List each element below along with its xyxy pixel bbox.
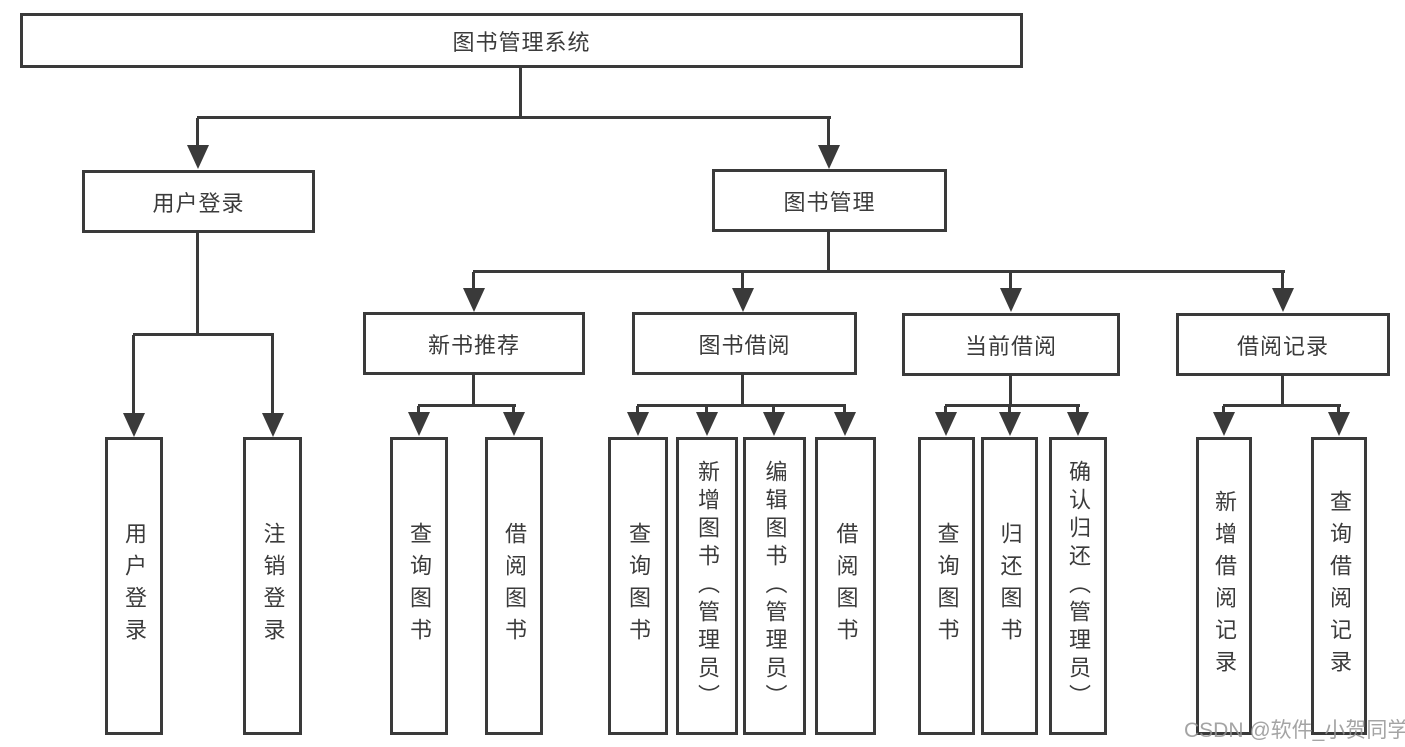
node-leaf-confirm-return-admin: 确认归还（管理员） <box>1049 437 1107 735</box>
node-leaf-add-borrow-record: 新增借阅记录 <box>1196 437 1252 735</box>
node-leaf-edit-books-admin: 编辑图书（管理员） <box>743 437 806 735</box>
connector-leaf-drop <box>843 406 846 415</box>
connector-borrow-record-vline <box>1281 376 1284 407</box>
connector-book-borrow-drop <box>741 272 744 290</box>
arrowhead-down-book-mgmt <box>818 145 840 169</box>
arrowhead-down-leaf-query-record <box>1328 412 1350 436</box>
connector-book-mgmt-drop <box>827 118 830 148</box>
connector-leaf-drop <box>417 406 420 415</box>
node-leaf-query-books-3: 查询图书 <box>918 437 975 735</box>
connector-book-borrow-vline <box>741 375 744 407</box>
connector-borrow-record-hline <box>1223 404 1341 407</box>
connector-new-book-hline <box>418 404 516 407</box>
connector-leaf-drop <box>772 406 775 415</box>
node-leaf-user-login: 用户登录 <box>105 437 163 735</box>
node-user-login: 用户登录 <box>82 170 315 233</box>
connector-borrow-record-drop <box>1281 272 1284 290</box>
node-leaf-return-books: 归还图书 <box>981 437 1038 735</box>
connector-user-login-drop <box>196 118 199 148</box>
connector-current-borrow-hline <box>945 404 1080 407</box>
leaf-confirm-return-admin-label: 确认归还（管理员） <box>1066 460 1091 712</box>
arrowhead-down-leaf-query-3 <box>935 412 957 436</box>
connector-leaf-drop <box>1008 406 1011 415</box>
leaf-add-borrow-record-label: 新增借阅记录 <box>1212 490 1237 682</box>
arrowhead-down-leaf-add-record <box>1213 412 1235 436</box>
connector-leaf-drop <box>1222 406 1225 415</box>
leaf-logout-label: 注销登录 <box>260 522 286 650</box>
node-leaf-query-books-1: 查询图书 <box>390 437 448 735</box>
arrowhead-down-leaf-user-login <box>123 413 145 437</box>
connector-leaf-drop <box>944 406 947 415</box>
connector-book-borrow-hline <box>637 404 846 407</box>
arrowhead-down-new-book <box>463 288 485 312</box>
node-book-borrow-label: 图书借阅 <box>698 332 791 358</box>
arrowhead-down-leaf-return <box>999 412 1021 436</box>
node-new-book-label: 新书推荐 <box>427 332 520 358</box>
connector-leaf-logout-drop <box>271 335 274 415</box>
node-leaf-logout: 注销登录 <box>243 437 302 735</box>
leaf-query-borrow-record-label: 查询借阅记录 <box>1327 490 1352 682</box>
node-leaf-query-books-2: 查询图书 <box>608 437 668 735</box>
arrowhead-down-leaf-confirm-return <box>1067 412 1089 436</box>
node-leaf-borrow-books-1: 借阅图书 <box>485 437 543 735</box>
node-book-management-label: 图书管理 <box>783 189 876 215</box>
leaf-return-books-label: 归还图书 <box>997 522 1023 650</box>
connector-leaf-drop <box>636 406 639 415</box>
arrowhead-down-current-borrow <box>1000 288 1022 312</box>
connector-book-mgmt-vline <box>827 232 830 273</box>
arrowhead-down-borrow-record <box>1272 288 1294 312</box>
node-borrow-record-label: 借阅记录 <box>1236 333 1329 359</box>
arrowhead-down-leaf-query-1 <box>408 412 430 436</box>
arrowhead-down-leaf-edit-books <box>763 412 785 436</box>
connector-root-hline <box>197 116 831 119</box>
leaf-edit-books-admin-label: 编辑图书（管理员） <box>762 460 788 712</box>
connector-user-login-vline <box>196 233 199 336</box>
node-leaf-add-books-admin: 新增图书（管理员） <box>676 437 738 735</box>
node-leaf-query-borrow-record: 查询借阅记录 <box>1311 437 1367 735</box>
node-root: 图书管理系统 <box>20 13 1023 68</box>
node-leaf-borrow-books-2: 借阅图书 <box>815 437 876 735</box>
arrowhead-down-leaf-borrow-2 <box>834 412 856 436</box>
connector-leaf-drop <box>1337 406 1340 415</box>
leaf-user-login-label: 用户登录 <box>122 522 147 650</box>
leaf-query-books-2-label: 查询图书 <box>626 522 651 650</box>
connector-new-book-vline <box>472 375 475 407</box>
connector-book-mgmt-hline <box>473 270 1285 273</box>
arrowhead-down-leaf-borrow-1 <box>503 412 525 436</box>
node-user-login-label: 用户登录 <box>152 190 245 216</box>
connector-leaf-drop <box>705 406 708 415</box>
node-new-book-recommendation: 新书推荐 <box>363 312 585 375</box>
leaf-borrow-books-2-label: 借阅图书 <box>833 522 859 650</box>
node-current-borrow-label: 当前借阅 <box>964 333 1057 359</box>
node-current-borrowing: 当前借阅 <box>902 313 1120 376</box>
node-book-management: 图书管理 <box>712 169 947 232</box>
leaf-query-books-3-label: 查询图书 <box>934 522 960 650</box>
node-root-label: 图书管理系统 <box>452 29 591 55</box>
connector-current-borrow-drop <box>1009 272 1012 290</box>
connector-new-book-drop <box>472 272 475 290</box>
connector-user-login-hline <box>133 333 274 336</box>
watermark-text: CSDN @软件_小贺同学 <box>1184 719 1405 742</box>
node-borrowing-records: 借阅记录 <box>1176 313 1390 376</box>
leaf-borrow-books-1-label: 借阅图书 <box>502 522 527 650</box>
connector-leaf-user-login-drop <box>132 335 135 415</box>
connector-leaf-drop <box>1076 406 1079 415</box>
connector-current-borrow-vline <box>1009 376 1012 407</box>
connector-root-vline <box>519 68 522 118</box>
leaf-query-books-1-label: 查询图书 <box>407 522 432 650</box>
arrowhead-down-book-borrow <box>732 288 754 312</box>
arrowhead-down-leaf-add-books <box>696 412 718 436</box>
arrowhead-down-user-login <box>187 145 209 169</box>
leaf-add-books-admin-label: 新增图书（管理员） <box>695 460 720 712</box>
arrowhead-down-leaf-query-2 <box>627 412 649 436</box>
arrowhead-down-leaf-logout <box>262 413 284 437</box>
node-book-borrowing: 图书借阅 <box>632 312 857 375</box>
connector-leaf-drop <box>512 406 515 415</box>
